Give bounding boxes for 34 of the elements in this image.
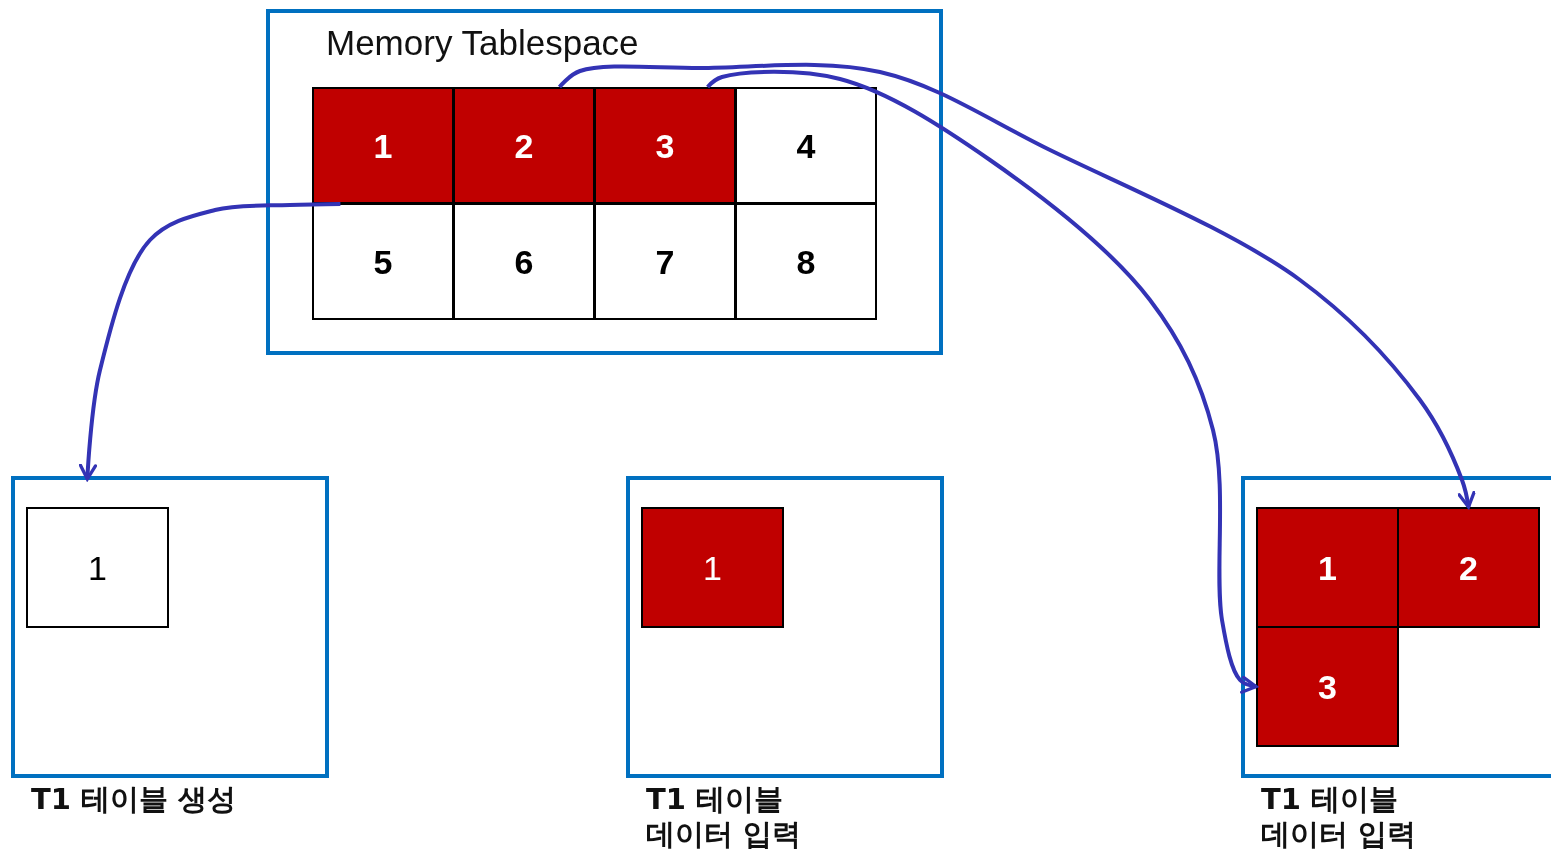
page-number: 2 bbox=[514, 128, 534, 163]
frame-caption: T1 테이블 데이터 입력 bbox=[1261, 782, 1418, 852]
page-cell bbox=[1256, 626, 1399, 747]
page-cell bbox=[312, 203, 454, 320]
page-number: 4 bbox=[796, 128, 816, 163]
arrow bbox=[558, 62, 1476, 509]
page-number: 7 bbox=[655, 244, 675, 279]
page-cell bbox=[594, 203, 736, 320]
arrow bbox=[78, 202, 341, 481]
page-cell bbox=[453, 203, 595, 320]
frame-title: Memory Tablespace bbox=[326, 23, 639, 63]
page-number: 1 bbox=[373, 128, 393, 163]
arrow bbox=[706, 69, 1258, 694]
page-number: 1 bbox=[703, 550, 722, 585]
page-number: 5 bbox=[373, 244, 393, 279]
page-cell bbox=[1397, 507, 1540, 628]
page-number: 1 bbox=[88, 550, 107, 585]
page-cell bbox=[641, 507, 784, 628]
memory-block-frame bbox=[266, 9, 943, 355]
page-number: 3 bbox=[655, 128, 675, 163]
page-cell bbox=[1256, 507, 1399, 628]
page-number: 2 bbox=[1459, 550, 1478, 585]
frame-caption: T1 테이블 생성 bbox=[31, 782, 238, 817]
page-cell bbox=[735, 203, 877, 320]
page-cell bbox=[26, 507, 169, 628]
page-cell bbox=[312, 87, 454, 204]
page-number: 3 bbox=[1318, 669, 1337, 704]
page-cell bbox=[453, 87, 595, 204]
frame-caption: T1 테이블 데이터 입력 bbox=[646, 782, 803, 852]
page-number: 1 bbox=[1318, 550, 1337, 585]
page-number: 6 bbox=[514, 244, 534, 279]
page-cell bbox=[735, 87, 877, 204]
page-number: 8 bbox=[796, 244, 816, 279]
page-cell bbox=[594, 87, 736, 204]
